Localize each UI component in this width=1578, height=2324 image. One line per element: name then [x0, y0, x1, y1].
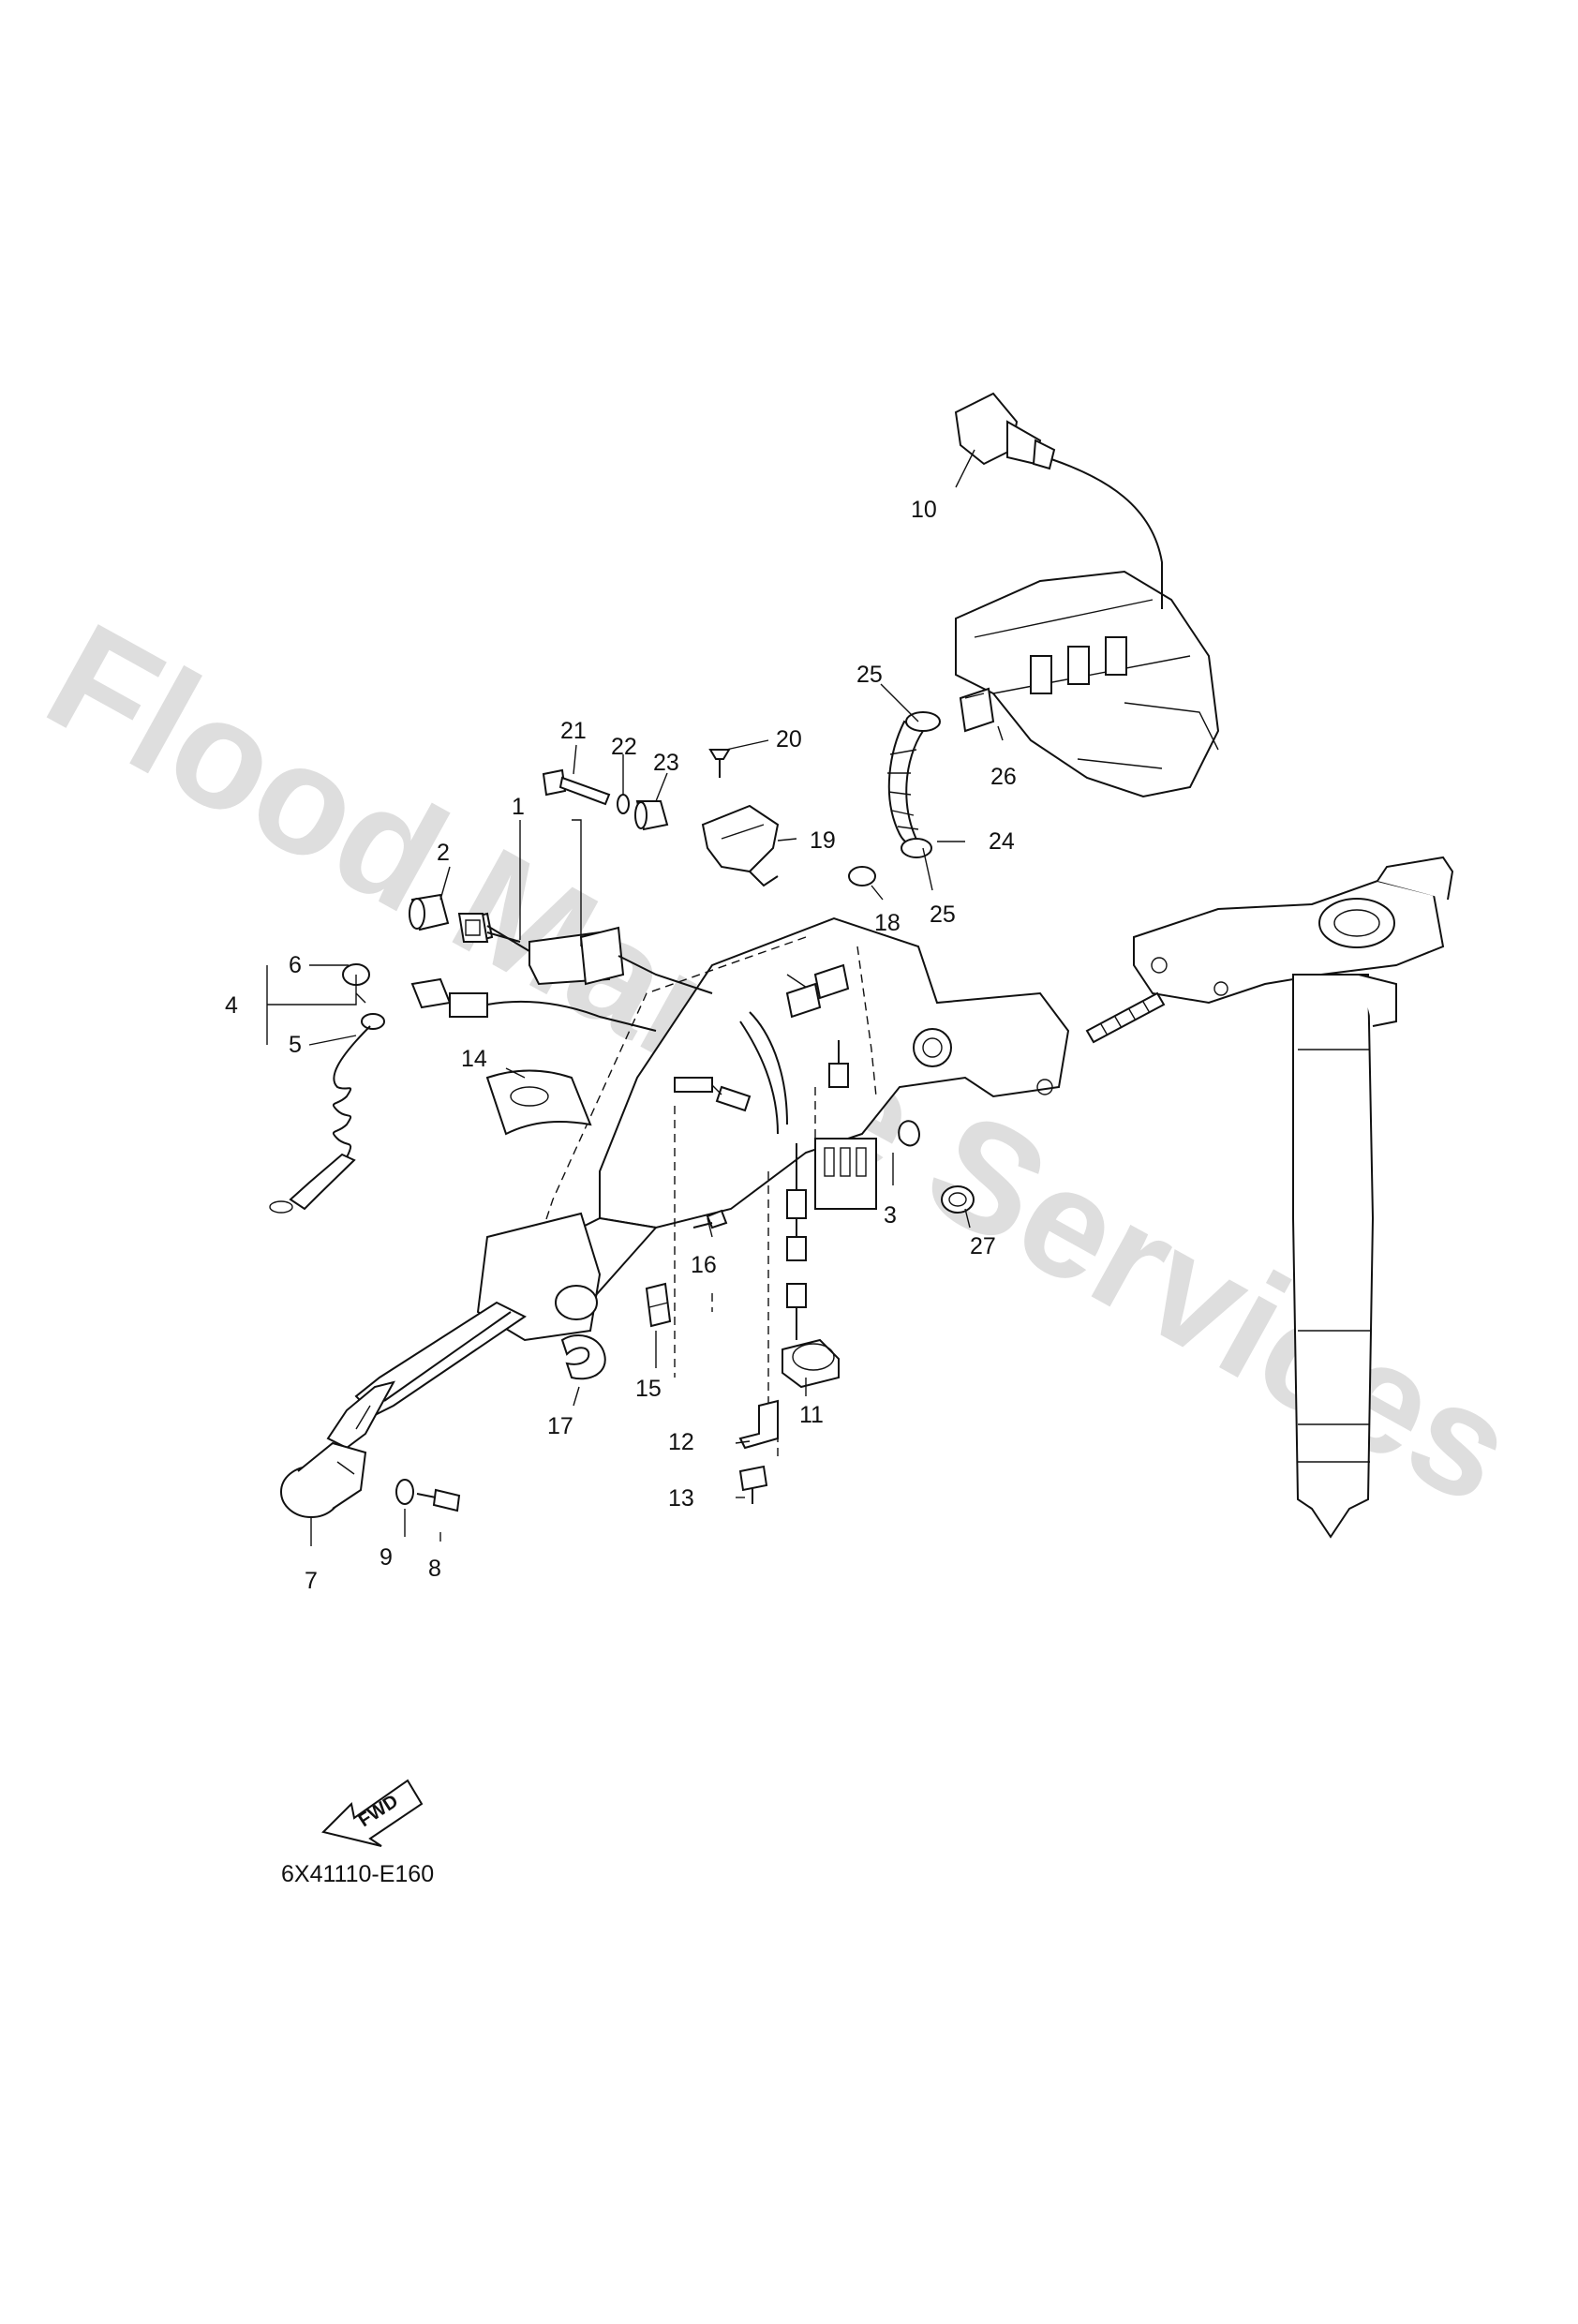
- swivel-shaft: [1133, 856, 1454, 1539]
- callout-labels: 1 2 3 4 5 6 7 8 9 10 11 12 13 14 15 16 1…: [225, 497, 1017, 1594]
- callout-22: 22: [611, 734, 637, 760]
- callout-23: 23: [653, 750, 679, 776]
- callout-3: 3: [884, 1202, 897, 1229]
- fwd-arrow-icon: FWD: [321, 1779, 424, 1847]
- figure-code: 6X41110-E160: [281, 1861, 434, 1887]
- terminal-block-3: [814, 1120, 920, 1210]
- cap-2: [409, 893, 450, 931]
- leader-lines: [266, 449, 1004, 1546]
- callout-2: 2: [437, 840, 450, 866]
- callout-21: 21: [560, 718, 587, 744]
- callout-11: 11: [799, 1402, 824, 1428]
- grommet-27: [941, 1185, 975, 1214]
- tiller-arm: [280, 1212, 658, 1518]
- callout-4: 4: [225, 992, 238, 1019]
- lanyard-5: [269, 1013, 385, 1214]
- relay-11: [782, 1283, 840, 1389]
- cover-14: [485, 1069, 592, 1136]
- callout-7: 7: [305, 1568, 318, 1594]
- hose-24: [887, 687, 995, 858]
- callout-1: 1: [512, 794, 525, 820]
- screw-13: [738, 1465, 768, 1504]
- screw-16: [692, 1209, 728, 1229]
- callout-20: 20: [776, 726, 802, 752]
- callout-5: 5: [289, 1032, 302, 1058]
- clamp-17: [560, 1334, 606, 1380]
- callout-15: 15: [635, 1376, 662, 1402]
- connector-10: [954, 392, 1163, 609]
- callout-26: 26: [990, 764, 1017, 790]
- callout-8: 8: [428, 1556, 441, 1582]
- key-1: [457, 913, 521, 943]
- callout-25a: 25: [856, 662, 883, 688]
- callout-25b: 25: [930, 901, 956, 928]
- bolt-21: [542, 768, 611, 806]
- clip-18: [848, 866, 876, 886]
- callout-16: 16: [691, 1252, 717, 1278]
- engine-mount-area: [955, 570, 1220, 798]
- callout-12: 12: [668, 1429, 694, 1455]
- bolt-8: [416, 1488, 461, 1512]
- washer-22: [617, 794, 630, 814]
- callout-17: 17: [547, 1413, 573, 1439]
- callout-10: 10: [911, 497, 937, 523]
- holder-19: [701, 804, 780, 887]
- callout-6: 6: [289, 952, 302, 978]
- bracket-12: [738, 1399, 779, 1450]
- callout-9: 9: [380, 1544, 393, 1571]
- callout-19: 19: [810, 827, 836, 854]
- collar-23: [634, 800, 669, 831]
- clip-15: [645, 1282, 672, 1328]
- washer-9: [395, 1479, 414, 1505]
- callout-13: 13: [668, 1485, 694, 1512]
- wiring: [674, 963, 850, 1261]
- pivot-bolt: [1085, 991, 1166, 1044]
- callout-14: 14: [461, 1046, 487, 1072]
- callout-18: 18: [874, 910, 901, 936]
- callout-27: 27: [970, 1233, 996, 1259]
- screw-20: [708, 749, 731, 778]
- callout-24: 24: [989, 828, 1015, 855]
